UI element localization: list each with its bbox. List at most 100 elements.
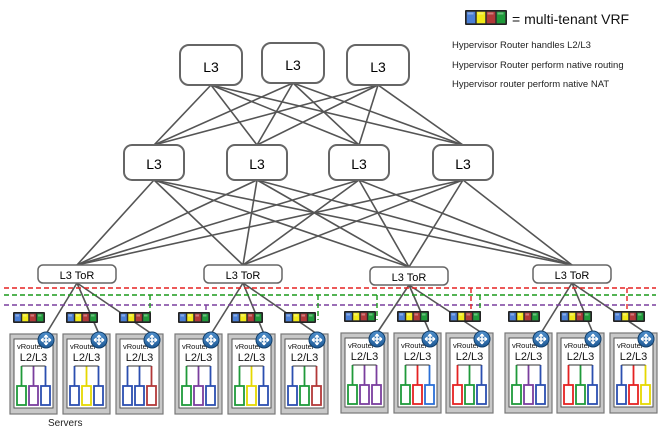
tor-server-link [242,282,265,335]
vm-port [193,385,204,406]
aggregation-switch-1: L3 [123,144,185,181]
tor-label: L3 ToR [555,270,590,282]
spine-link [256,82,294,146]
vrouter-label: vRouter [564,341,591,350]
tor-server-link [76,282,153,335]
aggregation-layer: L3 L3 L3 L3 [123,144,494,181]
vrouter-icon [255,331,273,349]
vrf-icon [119,312,151,323]
vm-port [476,384,487,405]
vrouter-icon [584,330,602,348]
spine-link [256,84,379,146]
vrf-icon [465,10,507,25]
aggregation-tor-links [76,179,573,268]
tor-switch-2: L3 ToR [203,264,283,284]
vrouter-icon [143,331,161,349]
vm-port [299,385,310,406]
aggregation-link [358,179,573,266]
vm-port [628,384,639,405]
vm-port [511,384,522,405]
vrouter-label: vRouter [17,342,44,351]
vrf-icon [560,311,592,322]
tor-server-link [408,284,431,334]
spine-label: L3 [203,59,219,75]
vm-port [16,385,27,406]
server-label: L2/L3 [351,351,379,363]
aggregation-label: L3 [249,156,265,172]
tor-label: L3 ToR [60,270,95,282]
aggregation-link [76,179,155,266]
vm-port [287,385,298,406]
vm-port [640,384,651,405]
vrouter-label: vRouter [401,341,428,350]
spine-label: L3 [370,59,386,75]
vm-port [69,385,80,406]
vrf-icon [178,312,210,323]
vm-port [371,384,382,405]
vm-port [563,384,574,405]
server-label: L2/L3 [20,352,48,364]
vrouter-label: vRouter [70,342,97,351]
vrouter-icon [637,330,655,348]
aggregation-link [76,179,258,266]
vm-port [246,385,257,406]
server-label: L2/L3 [73,352,101,364]
vm-port [464,384,475,405]
legend-text: = multi-tenant VRF [512,11,629,27]
aggregation-link [76,179,464,266]
tor-layer: L3 ToR L3 ToR L3 ToR L3 ToR [37,264,612,286]
server-label: L2/L3 [620,351,648,363]
vrouter-icon [202,331,220,349]
vrf-icon [284,312,316,323]
tor-server-link [76,282,100,335]
aggregation-switch-4: L3 [432,144,494,181]
spine-link [153,84,379,146]
tor-server-link [540,282,573,334]
server-label: L2/L3 [291,352,319,364]
spine-link [153,82,294,146]
vm-port [535,384,546,405]
legend: = multi-tenant VRF [465,10,629,27]
note-1: Hypervisor Router handles L2/L3 [452,40,591,51]
vm-port [258,385,269,406]
vm-port [311,385,322,406]
aggregation-label: L3 [351,156,367,172]
tor-switch-3: L3 ToR [369,266,449,286]
aggregation-switch-3: L3 [328,144,390,181]
notes: Hypervisor Router handles L2/L3 Hypervis… [452,40,624,90]
spine-link [377,84,464,146]
server-label: L2/L3 [404,351,432,363]
note-3: Hypervisor router perform native NAT [452,79,609,90]
vrouter-icon [473,330,491,348]
vrouter-icon [368,330,386,348]
tor-label: L3 ToR [392,272,427,284]
aggregation-link [242,179,360,266]
vrf-icon [231,312,263,323]
aggregation-label: L3 [146,156,162,172]
vrf-icon [449,311,481,322]
vrouter-label: vRouter [348,341,375,350]
vm-port [523,384,534,405]
vm-port [146,385,157,406]
spine-label: L3 [285,57,301,73]
legend-vrf-icon [465,10,507,25]
vm-port [234,385,245,406]
vm-port [40,385,51,406]
vrouter-icon [90,331,108,349]
vm-port [575,384,586,405]
spine-link [210,84,360,146]
aggregation-link [462,179,573,266]
vm-port [134,385,145,406]
aggregation-link [256,179,410,268]
vrouter-icon [37,331,55,349]
aggregation-link [358,179,410,268]
aggregation-link [76,179,360,266]
vrf-icon [397,311,429,322]
tor-server-link [376,284,410,334]
aggregation-link [408,179,464,268]
